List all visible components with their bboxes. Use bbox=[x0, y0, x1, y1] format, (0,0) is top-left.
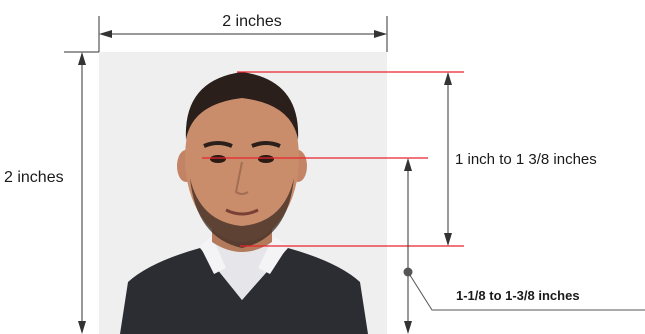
triangle-arrow-icon bbox=[444, 72, 452, 85]
portrait-photo bbox=[99, 52, 387, 334]
red-guide-lines bbox=[202, 71, 464, 247]
beard bbox=[190, 178, 294, 248]
width-label: 2 inches bbox=[222, 13, 282, 30]
triangle-arrow-icon bbox=[78, 321, 86, 334]
left-eye bbox=[210, 155, 226, 163]
triangle-arrow-icon bbox=[404, 321, 412, 334]
hair bbox=[185, 72, 299, 140]
triangle-arrow-icon bbox=[374, 30, 387, 38]
mouth bbox=[225, 208, 259, 216]
head-height-label: 1 inch to 1 3/8 inches bbox=[455, 151, 597, 168]
triangle-arrow-icon bbox=[99, 30, 112, 38]
right-eye bbox=[258, 155, 274, 163]
right-eyebrow bbox=[251, 141, 281, 148]
triangle-arrow-icon bbox=[444, 233, 452, 246]
eye-height-label: 1-1/8 to 1-3/8 inches bbox=[456, 288, 580, 303]
left-eyebrow bbox=[203, 141, 233, 148]
triangle-arrow-icon bbox=[78, 52, 86, 65]
dimension-lines bbox=[64, 16, 645, 334]
shirt-left-collar bbox=[200, 236, 226, 274]
height-label: 2 inches bbox=[4, 169, 64, 186]
callout-leader bbox=[407, 271, 645, 311]
jacket bbox=[120, 248, 368, 334]
triangle-arrow-icon bbox=[404, 158, 412, 171]
nose bbox=[234, 161, 249, 195]
